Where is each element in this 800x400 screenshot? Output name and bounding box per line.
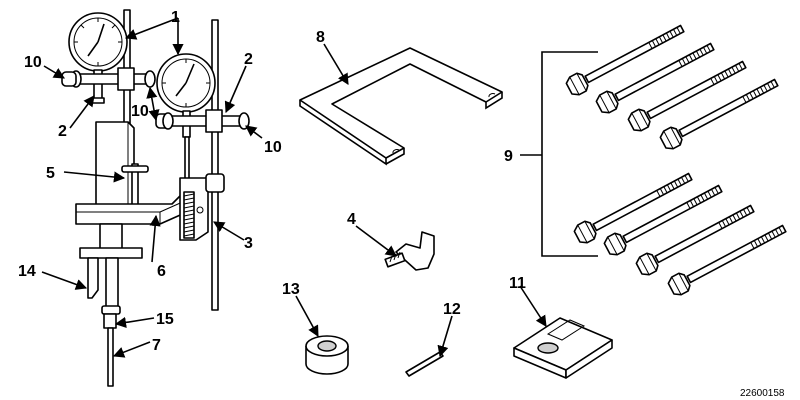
callout-14: 14 — [18, 263, 36, 280]
threaded-rod — [183, 191, 195, 239]
callout-10-middle: 10 — [131, 103, 149, 120]
callout-2-right: 2 — [244, 51, 253, 68]
callout-7: 7 — [152, 337, 161, 354]
callout-labels: 1 2 2 3 4 5 6 7 8 9 10 10 10 11 12 13 14… — [18, 9, 526, 354]
bolt-set — [520, 18, 790, 299]
callout-12: 12 — [443, 301, 461, 318]
bolt-3 — [625, 54, 750, 135]
pin-handle — [121, 163, 149, 209]
callout-2-left: 2 — [58, 123, 67, 140]
callout-15: 15 — [156, 311, 174, 328]
callout-8: 8 — [316, 29, 325, 46]
u-shaped-plate — [299, 47, 503, 166]
bolt-1 — [563, 18, 688, 99]
callout-10-right: 10 — [264, 139, 282, 156]
callout-6: 6 — [157, 263, 166, 280]
plunger-housing — [79, 223, 143, 387]
stand-rod-right — [211, 19, 219, 311]
callout-9: 9 — [504, 148, 513, 165]
gauge-clamp-arm-right — [155, 109, 250, 133]
callout-5: 5 — [46, 165, 55, 182]
leader-lines — [41, 17, 547, 358]
bolt-8 — [665, 218, 790, 299]
callout-1: 1 — [171, 9, 180, 26]
bolt-set-bracket — [520, 51, 598, 257]
thumb-screw — [384, 231, 435, 271]
gauge-stand-assembly — [61, 9, 250, 387]
callout-3: 3 — [244, 235, 253, 252]
roll-pin — [405, 351, 444, 377]
gauge-clamp-arm-left — [61, 67, 156, 91]
callout-13: 13 — [282, 281, 300, 298]
callout-11: 11 — [509, 275, 526, 292]
bolt-4 — [657, 72, 782, 153]
callout-4: 4 — [347, 211, 356, 228]
dial-indicator-left — [68, 12, 128, 104]
callout-10-left: 10 — [24, 54, 42, 71]
document-number: 22600158 — [740, 388, 785, 399]
spacer-block — [513, 317, 613, 379]
spacer-bushing — [305, 335, 349, 375]
bolt-7 — [633, 198, 758, 279]
bolt-2 — [593, 36, 718, 117]
